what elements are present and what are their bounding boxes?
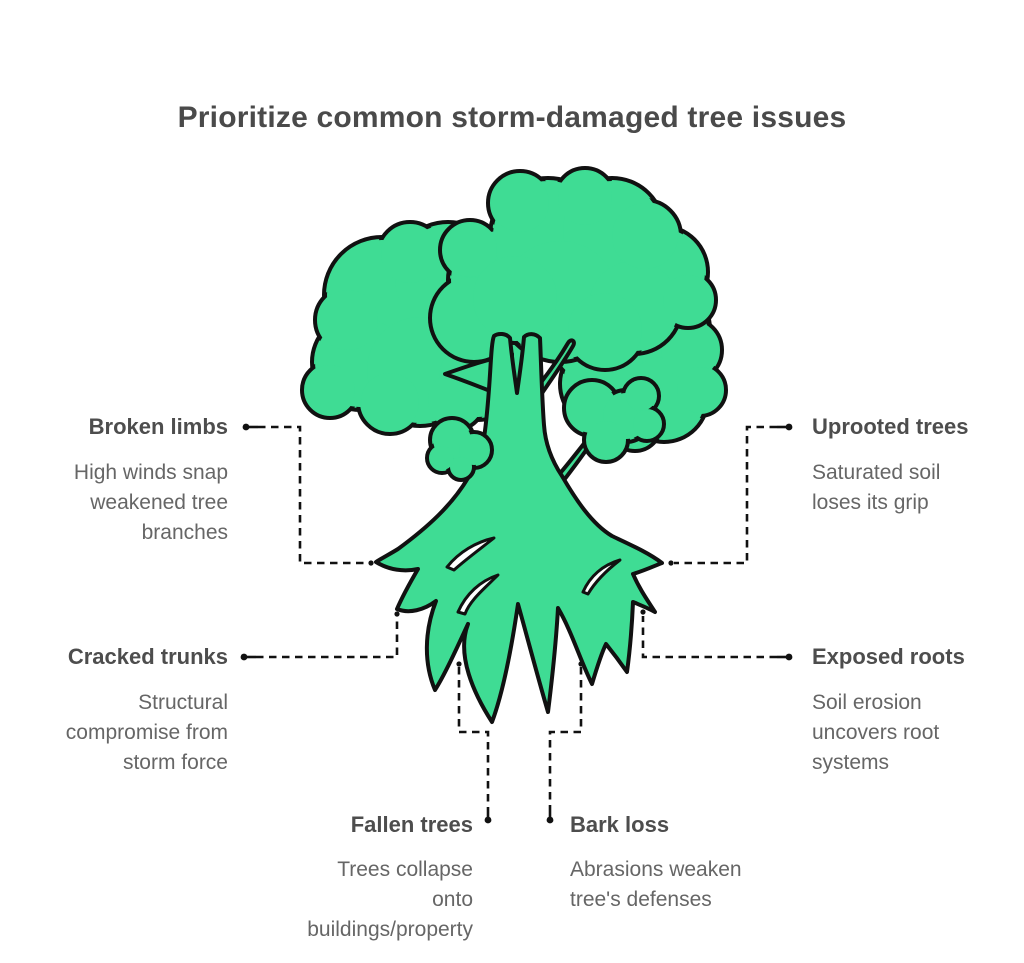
connector-bark-loss — [546, 661, 584, 824]
issue-description-bark-loss: Abrasions weaken tree's defenses — [570, 858, 742, 911]
issue-description-broken-limbs: High winds snap weakened tree branches — [73, 461, 228, 544]
issue-description-fallen-trees: Trees collapse onto buildings/property — [307, 858, 473, 941]
issue-label-cracked-trunks: Cracked trunks — [67, 644, 228, 669]
tree-small-left-cloud — [425, 416, 494, 482]
tree-canopy-top-cloud — [428, 166, 718, 372]
connector-fallen-trees — [456, 661, 492, 824]
issue-description-exposed-roots: Soil erosion uncovers root systems — [812, 691, 940, 774]
issue-label-uprooted-trees: Uprooted trees — [812, 414, 969, 439]
root-sliver-details — [445, 536, 622, 616]
issue-label-fallen-trees: Fallen trees — [350, 812, 473, 837]
issue-description-cracked-trunks: Structural compromise from storm force — [65, 691, 228, 774]
connector-broken-limbs — [242, 423, 374, 566]
tree-trunk-and-roots — [374, 331, 664, 724]
issue-label-bark-loss: Bark loss — [570, 812, 670, 837]
connector-cracked-trunks — [240, 611, 400, 661]
connector-uprooted-trees — [668, 423, 793, 566]
issue-label-broken-limbs: Broken limbs — [88, 414, 228, 439]
tree-small-right-cloud — [562, 376, 666, 464]
connector-exposed-roots — [640, 609, 793, 661]
issue-label-exposed-roots: Exposed roots — [812, 644, 965, 669]
page-title: Prioritize common storm-damaged tree iss… — [177, 101, 847, 134]
issue-description-uprooted-trees: Saturated soil loses its grip — [812, 461, 941, 514]
